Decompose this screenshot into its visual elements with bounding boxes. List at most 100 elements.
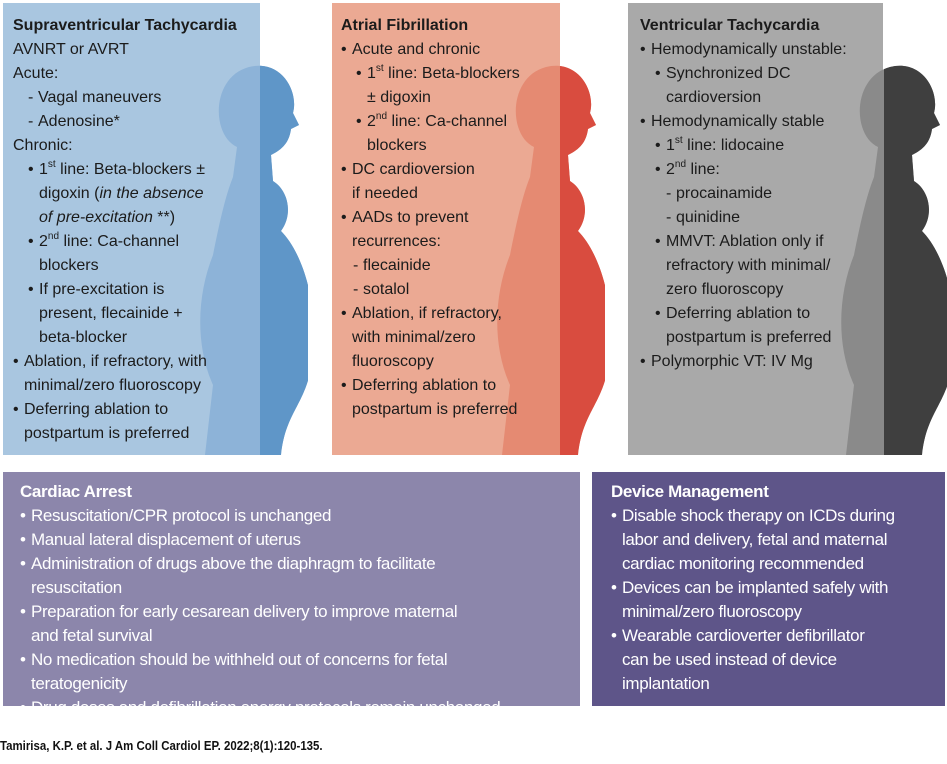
list-item-line: blockers xyxy=(367,134,427,158)
bullet-icon: • xyxy=(356,113,362,130)
text-segment: 1 xyxy=(39,161,48,178)
text-segment: fluoroscopy xyxy=(352,353,434,370)
list-item-line: Vagal maneuvers xyxy=(38,86,161,110)
bullet-icon: • xyxy=(655,65,661,82)
text-segment: minimal/zero fluoroscopy xyxy=(622,602,802,621)
text-segment: teratogenicity xyxy=(31,674,128,693)
list-item-line: Devices can be implanted safely with xyxy=(622,576,889,600)
list-item-line: 2nd line: Ca-channel xyxy=(367,110,507,134)
vt-panel: Ventricular Tachycardia•Hemodynamically … xyxy=(628,3,947,455)
list-item-line: Administration of drugs above the diaphr… xyxy=(31,552,436,576)
text-segment: AADs to prevent xyxy=(352,209,469,226)
text-segment: minimal/zero fluoroscopy xyxy=(24,377,201,394)
text-segment: line: xyxy=(686,161,720,178)
bullet-icon: • xyxy=(20,506,26,525)
bullet-icon: • xyxy=(356,65,362,82)
list-item-line: 2nd line: Ca-channel xyxy=(39,230,179,254)
text-segment: Disable shock therapy on ICDs during xyxy=(622,506,895,525)
list-item-line: refractory with minimal/ xyxy=(666,254,830,278)
list-item-line: Hemodynamically stable xyxy=(651,110,824,134)
text-segment: ± digoxin xyxy=(367,89,431,106)
text-segment: nd xyxy=(47,231,60,242)
list-item-line: cardiac monitoring recommended xyxy=(622,552,864,576)
text-segment: Vagal maneuvers xyxy=(38,89,162,106)
list-item-line: implantation xyxy=(622,672,710,696)
text-segment: 1 xyxy=(367,65,376,82)
text-segment: nd xyxy=(674,159,687,170)
text-segment: flecainide xyxy=(363,257,431,274)
text-segment: quinidine xyxy=(676,209,741,226)
bullet-icon: • xyxy=(28,161,34,178)
text-segment: in the absence xyxy=(99,185,204,202)
list-item-line: Disable shock therapy on ICDs during xyxy=(622,504,895,528)
list-item-line: Ablation, if refractory, xyxy=(352,302,502,326)
text-segment: 2 xyxy=(39,233,48,250)
text-segment: line: lidocaine xyxy=(682,137,785,154)
text-segment: digoxin ( xyxy=(39,185,100,202)
list-item-line: Manual lateral displacement of uterus xyxy=(31,528,301,552)
list-item-line: of pre-excitation **) xyxy=(39,206,175,230)
list-item-line: ± digoxin xyxy=(367,86,431,110)
text-segment: Devices can be implanted safely with xyxy=(622,578,889,597)
dash-marker: - xyxy=(353,281,359,298)
text-segment: blockers xyxy=(367,137,427,154)
dash-marker: - xyxy=(28,89,34,106)
list-item-line: Resuscitation/CPR protocol is unchanged xyxy=(31,504,331,528)
text-segment: 1 xyxy=(666,137,675,154)
text-segment: procainamide xyxy=(676,185,773,202)
pregnant-woman-silhouette-icon xyxy=(841,65,947,455)
af-panel: Atrial Fibrillation•Acute and chronic•1s… xyxy=(332,3,605,455)
device-title: Device Management xyxy=(611,482,769,501)
list-item-line: AADs to prevent xyxy=(352,206,469,230)
text-segment: if needed xyxy=(352,185,418,202)
arrest-title: Cardiac Arrest xyxy=(20,482,132,501)
list-item-line: MMVT: Ablation only if xyxy=(666,230,823,254)
text-segment: 2 xyxy=(367,113,376,130)
text-segment: postpartum is preferred xyxy=(666,329,832,346)
list-item-line: cardioversion xyxy=(666,86,761,110)
bullet-icon: • xyxy=(20,698,26,717)
text-segment: Resuscitation/CPR protocol is unchanged xyxy=(31,506,332,525)
list-item-line: labor and delivery, fetal and maternal xyxy=(622,528,888,552)
list-item-line: teratogenicity xyxy=(31,672,128,696)
list-item-line: 1st line: Beta-blockers ± xyxy=(39,158,205,182)
text-segment: Manual lateral displacement of uterus xyxy=(31,530,301,549)
list-item-line: beta-blocker xyxy=(39,326,127,350)
text-segment: line: Ca-channel xyxy=(59,233,180,250)
list-item-line: Deferring ablation to xyxy=(24,398,168,422)
list-item-line: postpartum is preferred xyxy=(666,326,831,350)
bullet-icon: • xyxy=(341,209,347,226)
text-segment: Adenosine* xyxy=(38,113,120,130)
list-item-line: No medication should be withheld out of … xyxy=(31,648,448,672)
bullet-icon: • xyxy=(28,281,34,298)
list-item-line: Wearable cardioverter defibrillator xyxy=(622,624,865,648)
cardiac-arrest-panel: Cardiac Arrest • Resuscitation/CPR protoco… xyxy=(3,472,580,717)
text-segment: zero fluoroscopy xyxy=(666,281,784,298)
svt-title: Supraventricular Tachycardia xyxy=(13,17,237,34)
dash-marker: - xyxy=(28,113,34,130)
list-item-line: Preparation for early cesarean delivery … xyxy=(31,600,458,624)
bullet-icon: • xyxy=(13,401,19,418)
bullet-icon: • xyxy=(611,506,617,525)
dash-marker: - xyxy=(666,209,672,226)
list-item-line: Chronic: xyxy=(13,134,73,158)
device-management-panel: Device Management • Disable shock therapy … xyxy=(592,472,945,706)
text-segment: line: Beta-blockers ± xyxy=(55,161,205,178)
list-item-line: Polymorphic VT: IV Mg xyxy=(651,350,813,374)
text-segment: Preparation for early cesarean delivery … xyxy=(31,602,458,621)
list-item-line: postpartum is preferred xyxy=(24,422,189,446)
list-item-line: Synchronized DC xyxy=(666,62,791,86)
text-segment: Polymorphic VT: IV Mg xyxy=(651,353,813,370)
bullet-icon: • xyxy=(20,554,26,573)
text-segment: Wearable cardioverter defibrillator xyxy=(622,626,865,645)
dash-marker: - xyxy=(353,257,359,274)
text-segment: postpartum is preferred xyxy=(352,401,518,418)
bullet-icon: • xyxy=(640,353,646,370)
text-segment: postpartum is preferred xyxy=(24,425,190,442)
list-item-line: if needed xyxy=(352,182,418,206)
text-segment: Acute and chronic xyxy=(352,41,481,58)
list-item-line: Deferring ablation to xyxy=(666,302,810,326)
bullet-icon: • xyxy=(20,602,26,621)
bullet-icon: • xyxy=(655,233,661,250)
bullet-icon: • xyxy=(20,650,26,669)
